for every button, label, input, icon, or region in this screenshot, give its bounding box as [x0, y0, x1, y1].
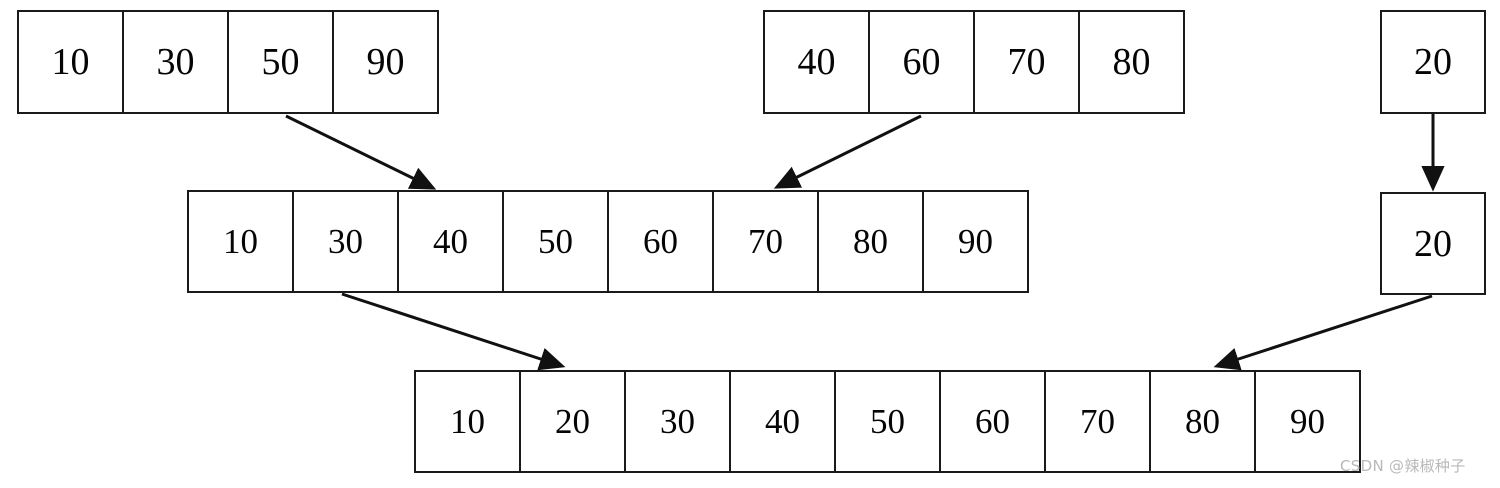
array-top-middle-sorted-run: 40 60 70 80 — [763, 10, 1185, 114]
array-cell: 80 — [1078, 10, 1185, 114]
array-top-left-sorted-run: 10 30 50 90 — [17, 10, 439, 114]
arrow-top-left-to-middle — [285, 114, 437, 190]
array-cell: 30 — [122, 10, 229, 114]
array-cell: 40 — [397, 190, 504, 293]
array-merged-eight-element: 10 30 40 50 60 70 80 90 — [187, 190, 1029, 293]
array-cell: 10 — [187, 190, 294, 293]
array-cell: 70 — [973, 10, 1080, 114]
array-top-right-single-element: 20 — [1380, 10, 1486, 114]
array-cell: 60 — [939, 370, 1046, 473]
array-cell: 10 — [414, 370, 521, 473]
array-cell: 40 — [763, 10, 870, 114]
array-cell: 90 — [332, 10, 439, 114]
array-cell: 50 — [502, 190, 609, 293]
array-final-merged-nine-element: 10 20 30 40 50 60 70 80 90 — [414, 370, 1361, 473]
array-cell: 60 — [607, 190, 714, 293]
array-cell: 80 — [817, 190, 924, 293]
array-cell: 20 — [519, 370, 626, 473]
arrow-top-middle-to-middle — [773, 114, 922, 189]
array-cell: 20 — [1380, 10, 1486, 114]
array-cell: 90 — [922, 190, 1029, 293]
array-cell: 30 — [624, 370, 731, 473]
array-cell: 50 — [227, 10, 334, 114]
array-cell: 70 — [712, 190, 819, 293]
array-cell: 30 — [292, 190, 399, 293]
array-cell: 20 — [1380, 192, 1486, 295]
array-cell: 80 — [1149, 370, 1256, 473]
array-middle-right-single-element: 20 — [1380, 192, 1486, 295]
array-cell: 40 — [729, 370, 836, 473]
array-cell: 60 — [868, 10, 975, 114]
array-cell: 70 — [1044, 370, 1151, 473]
array-cell: 10 — [17, 10, 124, 114]
array-cell: 50 — [834, 370, 941, 473]
watermark: CSDN @辣椒种子 — [1340, 457, 1466, 475]
arrow-middle-to-bottom — [341, 292, 566, 371]
arrow-middle-right-to-bottom — [1213, 294, 1433, 371]
array-cell: 90 — [1254, 370, 1361, 473]
